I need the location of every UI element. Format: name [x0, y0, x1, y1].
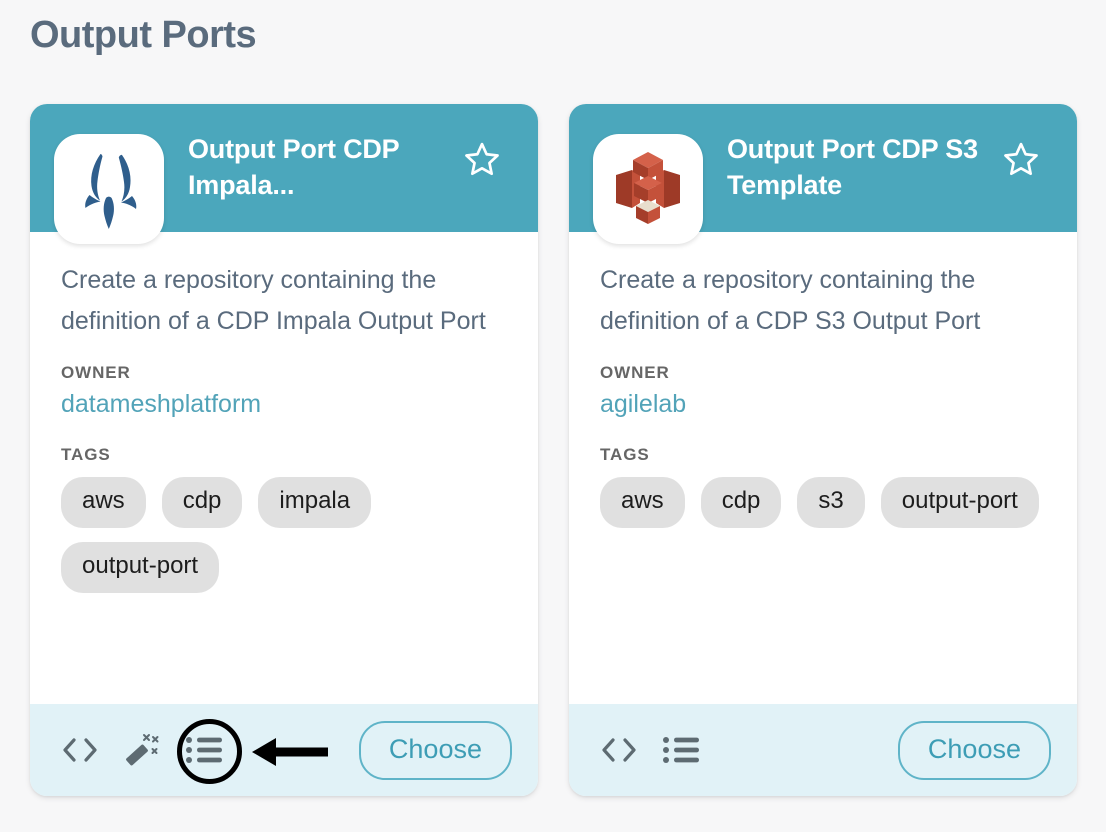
card-title: Output Port CDP S3 Template: [727, 134, 978, 200]
aws-s3-bucket-logo-icon: [593, 134, 703, 244]
favorite-star-icon[interactable]: [1001, 139, 1041, 179]
impala-antelope-logo-icon: [54, 134, 164, 244]
card-body: Create a repository containing the defin…: [569, 232, 1077, 704]
tag-list: aws cdp impala output-port: [61, 477, 501, 593]
tag-item[interactable]: cdp: [700, 477, 782, 528]
tag-item[interactable]: output-port: [880, 477, 1039, 528]
owner-value[interactable]: agilelab: [600, 390, 687, 418]
tag-item[interactable]: aws: [61, 477, 146, 528]
footer-icon-group: [60, 730, 226, 770]
card-footer: Choose: [569, 704, 1077, 796]
tag-item[interactable]: cdp: [161, 477, 243, 528]
code-brackets-icon[interactable]: [599, 733, 639, 767]
tag-item[interactable]: output-port: [61, 542, 220, 593]
owner-value[interactable]: datameshplatform: [61, 390, 262, 418]
card-title: Output Port CDP Impala...: [188, 134, 399, 200]
card-header: Output Port CDP Impala...: [30, 104, 538, 244]
card-header: Output Port CDP S3 Template: [569, 104, 1077, 244]
tag-item[interactable]: aws: [600, 477, 685, 528]
tag-list: aws cdp s3 output-port: [600, 477, 1040, 528]
card-body: Create a repository containing the defin…: [30, 232, 538, 704]
magic-wand-icon[interactable]: [122, 730, 162, 770]
owner-label: OWNER: [61, 363, 131, 382]
tags-label: TAGS: [600, 445, 650, 464]
template-card-impala[interactable]: Output Port CDP Impala... Create a repos…: [30, 104, 538, 796]
template-card-s3[interactable]: Output Port CDP S3 Template Create a rep…: [569, 104, 1077, 796]
card-footer: Choose: [30, 704, 538, 796]
tag-item[interactable]: s3: [797, 477, 865, 528]
tag-item[interactable]: impala: [258, 477, 372, 528]
choose-button[interactable]: Choose: [358, 720, 512, 780]
card-description: Create a repository containing the defin…: [61, 266, 486, 335]
page-title: Output Ports: [30, 14, 257, 56]
list-icon[interactable]: [184, 733, 226, 767]
owner-label: OWNER: [600, 363, 670, 382]
choose-button[interactable]: Choose: [897, 720, 1051, 780]
card-grid: Output Port CDP Impala... Create a repos…: [30, 104, 1077, 796]
card-description: Create a repository containing the defin…: [600, 266, 981, 335]
list-icon[interactable]: [661, 733, 703, 767]
tags-label: TAGS: [61, 445, 111, 464]
footer-icon-group: [599, 733, 703, 767]
code-brackets-icon[interactable]: [60, 733, 100, 767]
favorite-star-icon[interactable]: [462, 139, 502, 179]
